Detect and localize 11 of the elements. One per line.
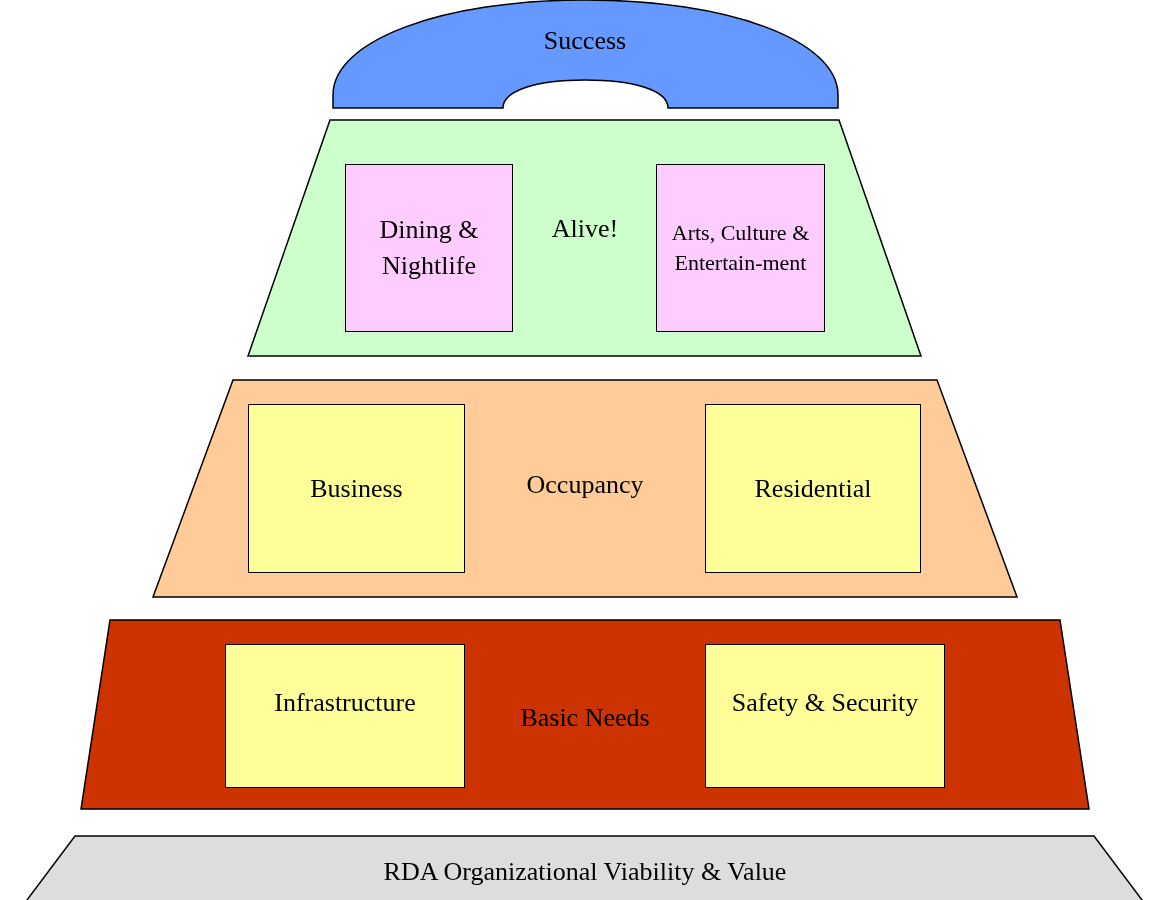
category-box: Business xyxy=(248,404,465,573)
category-box: Arts, Culture & Entertain-ment xyxy=(656,164,825,332)
category-box: Dining & Nightlife xyxy=(345,164,513,332)
category-box: Safety & Security xyxy=(705,644,945,788)
tier-label: RDA Organizational Viability & Value xyxy=(383,857,787,887)
tier-label: Occupancy xyxy=(526,470,644,500)
category-box: Infrastructure xyxy=(225,644,465,788)
tier-label: Basic Needs xyxy=(520,703,650,733)
tier-label: Alive! xyxy=(551,214,619,244)
tier-label: Success xyxy=(543,26,627,56)
category-box: Residential xyxy=(705,404,921,573)
